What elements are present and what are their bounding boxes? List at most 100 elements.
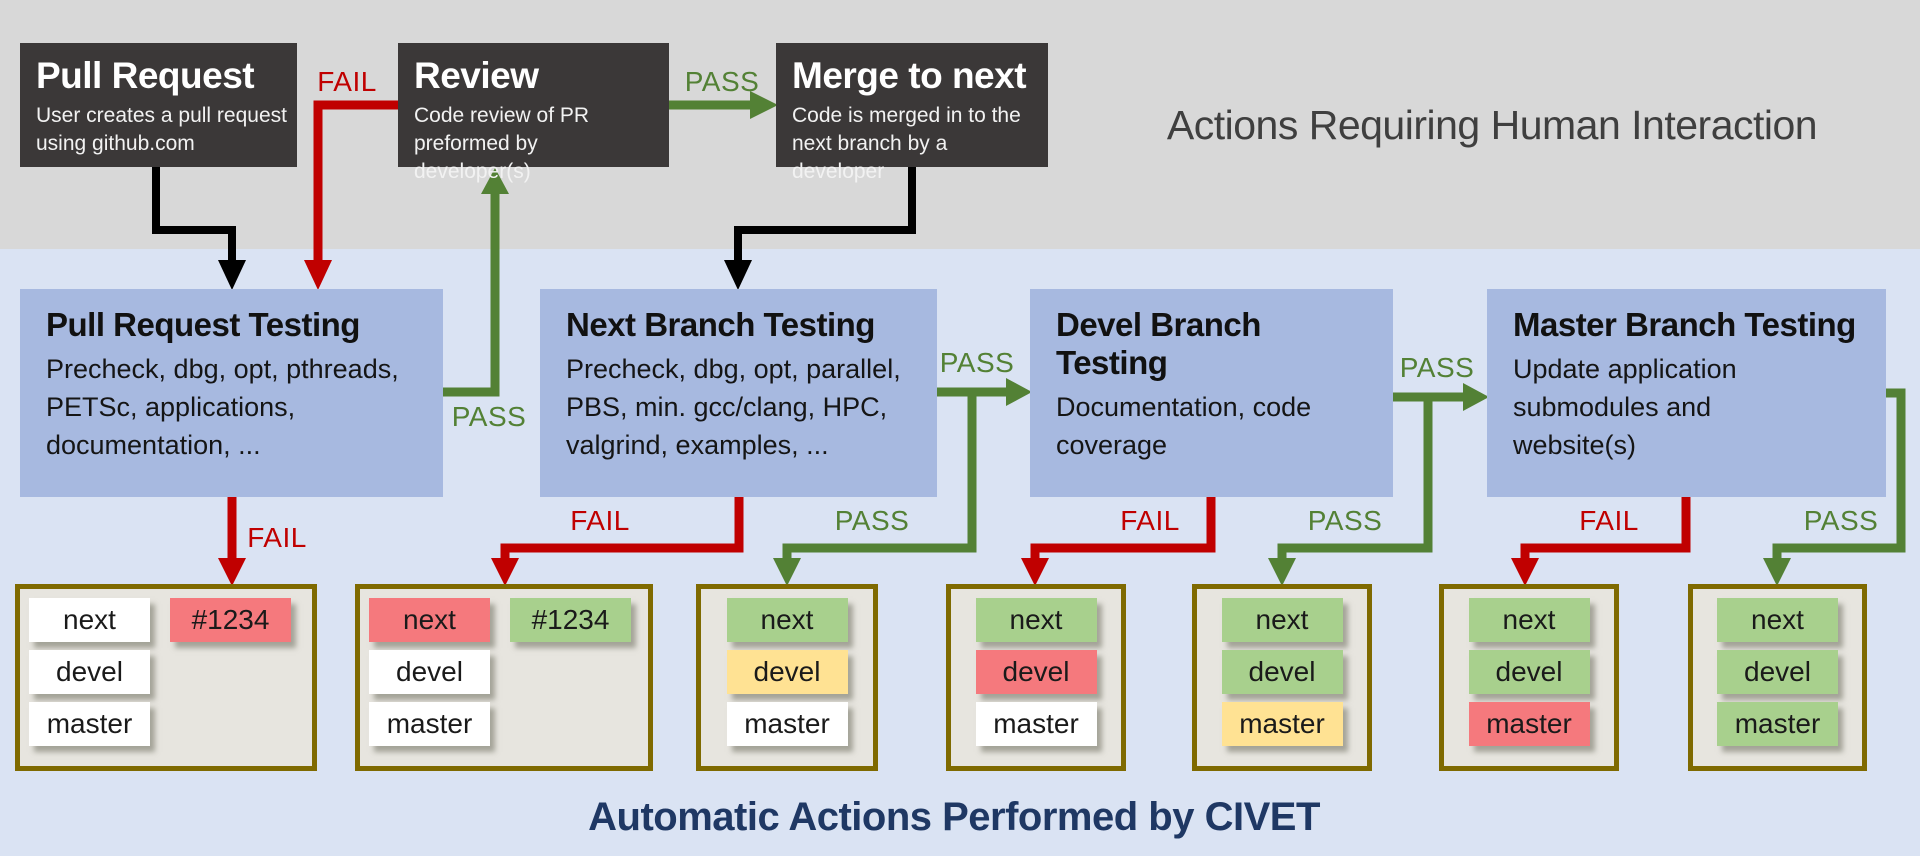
branch-chip-next: next	[726, 598, 848, 642]
branch-chip-row: next	[726, 598, 848, 642]
branch-chip-devel: devel	[975, 650, 1097, 694]
branch-chip-row: devel	[29, 650, 312, 694]
arrow-master-testing-pass-to-board7	[1763, 388, 1906, 586]
branch-chip-row: next	[1221, 598, 1343, 642]
arrow-pull-request-to-testing	[152, 167, 246, 290]
arrow-next-testing-pass-to-devel-testing	[937, 378, 1032, 406]
arrow-next-testing-fail-to-board2	[491, 497, 744, 586]
branch-chip-master: master	[1717, 702, 1838, 746]
branch-chip-row: devel	[975, 650, 1097, 694]
next-branch-testing-description: Precheck, dbg, opt, parallel, PBS, min. …	[566, 354, 901, 461]
pass-label-devel-testing: PASS	[939, 347, 1015, 378]
branch-chip-row: next #1234	[369, 598, 648, 642]
branch-chip-row: next #1234	[29, 598, 312, 642]
branch-chip-pr-1234: #1234	[510, 598, 631, 642]
branch-chip-row: next	[1717, 598, 1838, 642]
arrow-review-fail-to-pr-testing	[304, 100, 398, 290]
branch-chip-row: master	[369, 702, 648, 746]
branch-chip-row: devel	[726, 650, 848, 694]
branch-chip-devel: devel	[1221, 650, 1343, 694]
pass-label-master-testing: PASS	[1399, 352, 1475, 383]
civet-actions-caption: Automatic Actions Performed by CIVET	[588, 795, 1320, 839]
arrow-pr-testing-fail-to-board1	[218, 497, 246, 586]
branch-chip-master: master	[369, 702, 490, 746]
next-branch-testing-title: Next Branch Testing	[566, 306, 875, 343]
next-branch-testing-box: Next Branch Testing Precheck, dbg, opt, …	[540, 289, 937, 497]
arrow-devel-testing-fail-to-board4	[1021, 497, 1216, 586]
pull-request-testing-box: Pull Request Testing Precheck, dbg, opt,…	[20, 289, 443, 497]
fail-label-review: FAIL	[317, 66, 377, 97]
review-box: Review Code review of PR preformed by de…	[398, 43, 669, 183]
branch-chip-row: next	[1468, 598, 1590, 642]
branch-chip-row: devel	[1468, 650, 1590, 694]
branch-chip-devel: devel	[1468, 650, 1590, 694]
pass-label-board7: PASS	[1803, 505, 1879, 536]
arrow-devel-testing-pass-to-master-testing	[1393, 383, 1489, 411]
branch-chip-row: master	[975, 702, 1097, 746]
arrow-pr-testing-pass-to-review	[443, 168, 509, 397]
branch-chip-next: next	[29, 598, 150, 642]
branch-chip-devel: devel	[726, 650, 848, 694]
merge-to-next-box: Merge to next Code is merged in to the n…	[776, 43, 1048, 183]
pass-label-pr-testing: PASS	[451, 401, 527, 432]
human-actions-heading: Actions Requiring Human Interaction	[1166, 102, 1818, 148]
fail-label-board1: FAIL	[247, 522, 307, 553]
branch-chip-row: master	[29, 702, 312, 746]
branch-chip-row: master	[1468, 702, 1590, 746]
branch-chip-devel: devel	[1717, 650, 1838, 694]
devel-branch-testing-box: Devel Branch Testing Documentation, code…	[1030, 289, 1393, 497]
branch-chip-master: master	[1221, 702, 1343, 746]
status-board-master-fail: next devel master	[1439, 584, 1619, 771]
fail-label-board2: FAIL	[570, 505, 630, 536]
status-board-devel-fail: next devel master	[946, 584, 1126, 771]
pass-label-board5: PASS	[1307, 505, 1383, 536]
status-board-pr-fail: next #1234 devel master	[15, 584, 317, 771]
merge-to-next-description: Code is merged in to the next branch by …	[792, 104, 1021, 183]
branch-chip-devel: devel	[369, 650, 490, 694]
branch-chip-row: master	[1717, 702, 1838, 746]
arrow-devel-testing-pass-to-board5	[1268, 393, 1433, 586]
pass-label-board3: PASS	[834, 505, 910, 536]
branch-chip-master: master	[29, 702, 150, 746]
pull-request-description: User creates a pull request using github…	[36, 104, 287, 155]
master-branch-testing-description: Update application submodules and websit…	[1513, 354, 1737, 461]
branch-chip-row: devel	[1221, 650, 1343, 694]
review-description: Code review of PR preformed by developer…	[414, 104, 590, 183]
pull-request-box: Pull Request User creates a pull request…	[20, 43, 297, 167]
arrow-next-testing-pass-to-board3	[773, 388, 977, 586]
branch-chip-next: next	[369, 598, 490, 642]
pull-request-title: Pull Request	[36, 55, 255, 96]
fail-label-board4: FAIL	[1120, 505, 1180, 536]
status-board-next-pass: next devel master	[696, 584, 878, 771]
merge-to-next-title: Merge to next	[792, 55, 1027, 96]
pull-request-testing-description: Precheck, dbg, opt, pthreads, PETSc, app…	[46, 354, 399, 461]
branch-chip-next: next	[975, 598, 1097, 642]
branch-chip-row: devel	[369, 650, 648, 694]
branch-chip-next: next	[1468, 598, 1590, 642]
branch-chip-row: master	[1221, 702, 1343, 746]
status-board-devel-pass: next devel master	[1192, 584, 1372, 771]
pull-request-testing-title: Pull Request Testing	[46, 306, 360, 343]
branch-chip-row: next	[975, 598, 1097, 642]
status-board-master-pass: next devel master	[1688, 584, 1867, 771]
branch-chip-row: devel	[1717, 650, 1838, 694]
branch-chip-devel: devel	[29, 650, 150, 694]
arrow-master-testing-fail-to-board6	[1511, 497, 1691, 586]
fail-label-board6: FAIL	[1579, 505, 1639, 536]
pass-label-merge: PASS	[684, 66, 760, 97]
arrow-review-pass-to-merge	[669, 91, 778, 119]
branch-chip-pr-1234: #1234	[170, 598, 291, 642]
status-board-next-fail: next #1234 devel master	[355, 584, 653, 771]
arrow-merge-to-next-branch-testing	[724, 167, 916, 290]
review-title: Review	[414, 55, 539, 96]
branch-chip-row: master	[726, 702, 848, 746]
devel-branch-testing-title: Devel Branch Testing	[1056, 306, 1261, 381]
branch-chip-master: master	[726, 702, 848, 746]
branch-chip-next: next	[1221, 598, 1343, 642]
devel-branch-testing-description: Documentation, code coverage	[1056, 392, 1312, 461]
master-branch-testing-title: Master Branch Testing	[1513, 306, 1856, 343]
branch-chip-next: next	[1717, 598, 1838, 642]
branch-chip-master: master	[1468, 702, 1590, 746]
